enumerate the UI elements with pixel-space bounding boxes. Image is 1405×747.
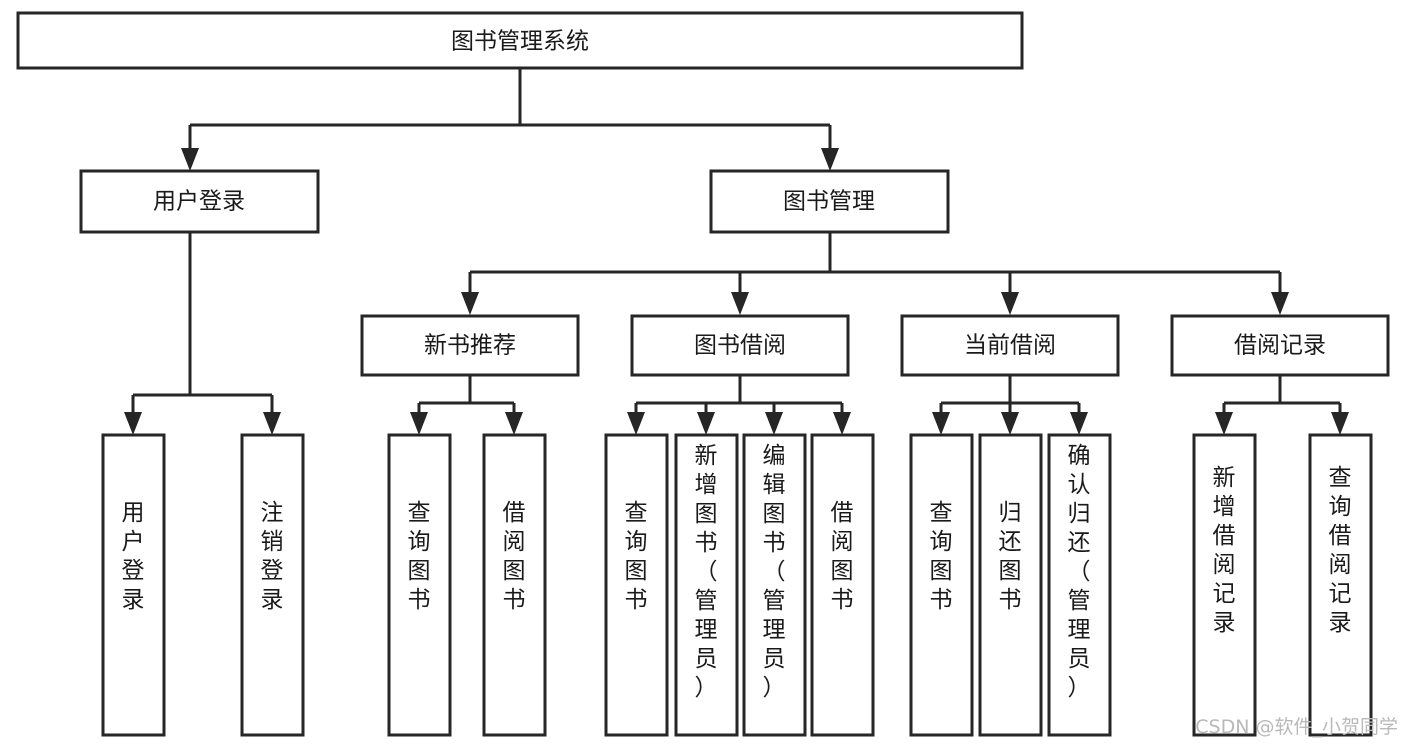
leaf-nb-borrow-book-label: 借阅图书 [503,500,526,613]
book-borrow-label: 图书借阅 [694,333,786,359]
leaf-cb-query-book[interactable]: 查询图书 [909,433,974,737]
new-book-recommend-box[interactable] [360,314,580,377]
node-book-borrow[interactable]: 图书借阅 [630,314,850,377]
arrowhead-new-book [461,292,479,315]
borrow-record-label: 借阅记录 [1234,333,1326,359]
leaf-user-login-box[interactable] [101,433,166,737]
book-borrow-box[interactable] [630,314,850,377]
leaf-logout[interactable]: 注销登录 [240,433,305,737]
leaf-cb-return-book[interactable]: 归还图书 [978,433,1043,737]
arrowhead-bb-leaf-2 [697,412,715,435]
arrowhead-nb-leaf-2 [505,412,523,435]
arrowhead-user-login [181,148,199,171]
leaf-bb-add-book[interactable]: 新增图书（管理员） [674,433,739,737]
arrowhead-book-manage [821,148,839,171]
leaf-user-login-label: 用户登录 [122,500,145,613]
leaf-bb-borrow-book-box[interactable] [810,433,875,737]
leaf-nb-borrow-book[interactable]: 借阅图书 [482,433,547,737]
node-new-book-recommend[interactable]: 新书推荐 [360,314,580,377]
book-management-box[interactable] [709,169,950,234]
new-book-recommend-label: 新书推荐 [424,333,516,359]
leaf-cb-query-book-label: 查询图书 [930,500,953,613]
leaf-bb-add-book-box[interactable] [674,433,739,737]
leaf-br-query-record[interactable]: 查询借阅记录 [1308,433,1373,737]
book-management-label: 图书管理 [783,189,875,215]
leaf-bb-edit-book-box[interactable] [742,433,807,737]
leaf-nb-query-book-label: 查询图书 [408,500,431,613]
leaf-cb-return-book-label: 归还图书 [999,500,1022,613]
leaf-cb-confirm-return[interactable]: 确认归还（管理员） [1047,433,1112,737]
leaf-br-query-record-box[interactable] [1308,433,1373,737]
leaf-br-add-record-box[interactable] [1192,433,1257,737]
arrowhead-borrow-record [1271,292,1289,315]
node-root[interactable]: 图书管理系统 [16,11,1024,70]
leaf-bb-add-book-label: 新增图书（管理员） [695,443,718,701]
node-user-login[interactable]: 用户登录 [79,169,320,234]
leaf-bb-borrow-book-label: 借阅图书 [831,500,854,613]
arrowhead-cb-leaf-1 [932,412,950,435]
arrowhead-book-borrow [731,292,749,315]
leaf-logout-label: 注销登录 [261,500,284,613]
connector-layer [124,68,1349,435]
leaf-bb-borrow-book[interactable]: 借阅图书 [810,433,875,737]
leaf-br-add-record-label: 新增借阅记录 [1213,465,1236,636]
leaf-nb-query-book-box[interactable] [387,433,452,737]
node-current-borrow[interactable]: 当前借阅 [900,314,1120,377]
csdn-watermark: CSDN @软件_小贺同学 [1195,716,1398,738]
arrowhead-br-leaf-1 [1215,412,1233,435]
root-box[interactable] [16,11,1024,70]
node-book-management[interactable]: 图书管理 [709,169,950,234]
user-login-box[interactable] [79,169,320,234]
root-label: 图书管理系统 [451,29,589,55]
leaf-bb-query-book-label: 查询图书 [625,500,648,613]
node-borrow-record[interactable]: 借阅记录 [1170,314,1390,377]
leaf-logout-box[interactable] [240,433,305,737]
leaf-nb-query-book[interactable]: 查询图书 [387,433,452,737]
current-borrow-box[interactable] [900,314,1120,377]
arrowhead-nb-leaf-1 [410,412,428,435]
arrowhead-cb-leaf-2 [1001,412,1019,435]
leaf-nb-borrow-book-box[interactable] [482,433,547,737]
current-borrow-label: 当前借阅 [964,333,1056,359]
leaf-br-add-record[interactable]: 新增借阅记录 [1192,433,1257,737]
arrowhead-bb-leaf-3 [765,412,783,435]
leaf-bb-query-book[interactable]: 查询图书 [604,433,669,737]
arrowhead-current-borrow [1001,292,1019,315]
leaf-bb-edit-book-label: 编辑图书（管理员） [763,443,786,701]
arrowhead-leaf-user-login [124,412,142,435]
arrowhead-br-leaf-2 [1331,412,1349,435]
leaf-bb-query-book-box[interactable] [604,433,669,737]
leaf-bb-edit-book[interactable]: 编辑图书（管理员） [742,433,807,737]
leaf-cb-confirm-return-box[interactable] [1047,433,1112,737]
arrowhead-bb-leaf-4 [833,412,851,435]
leaf-cb-confirm-return-label: 确认归还（管理员） [1068,443,1091,701]
leaf-br-query-record-label: 查询借阅记录 [1329,465,1352,636]
arrowhead-cb-leaf-3 [1070,412,1088,435]
leaf-cb-query-book-box[interactable] [909,433,974,737]
borrow-record-box[interactable] [1170,314,1390,377]
leaf-user-login[interactable]: 用户登录 [101,433,166,737]
arrowhead-leaf-logout [263,412,281,435]
user-login-label: 用户登录 [153,189,245,215]
leaf-cb-return-book-box[interactable] [978,433,1043,737]
arrowhead-bb-leaf-1 [627,412,645,435]
